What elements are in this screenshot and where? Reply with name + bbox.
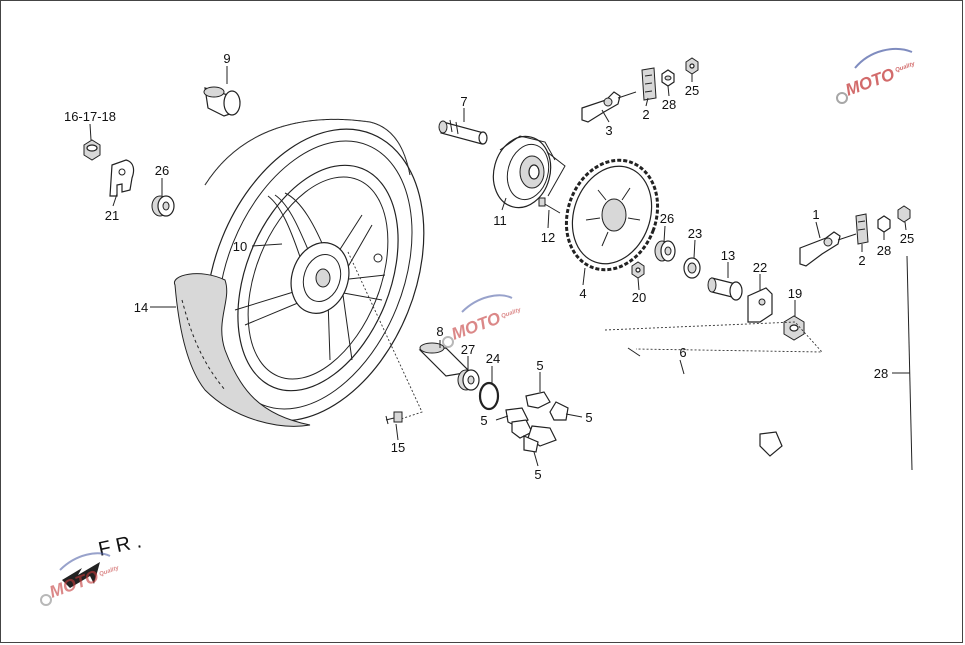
part-28c-chain — [906, 255, 913, 471]
label-24: 24 — [486, 351, 500, 366]
label-26a: 26 — [155, 163, 169, 178]
part-24-oring — [478, 381, 500, 411]
part-27-bearing — [457, 369, 480, 391]
label-5-left: 5 — [480, 413, 487, 428]
part-23-seal — [683, 257, 701, 279]
part-1-adjuster — [799, 231, 857, 267]
part-8-spacer — [418, 342, 472, 377]
label-19: 19 — [788, 286, 802, 301]
part-11-sprocket-carrier — [492, 135, 556, 209]
part-19-nut — [783, 315, 805, 341]
part-22-bracket — [747, 287, 773, 323]
label-6: 6 — [679, 345, 686, 360]
label-13: 13 — [721, 248, 735, 263]
part-9-spacer — [203, 86, 241, 117]
part-20-nut — [631, 261, 645, 279]
watermark-sub: Quality — [895, 61, 917, 74]
part-26b-bearing — [654, 240, 676, 262]
tire-inner-edge — [217, 140, 413, 410]
label-5-right: 5 — [585, 410, 592, 425]
gear-icon — [40, 594, 52, 606]
label-27: 27 — [461, 342, 475, 357]
tire-cutaway — [174, 273, 311, 427]
watermark-sub: Quality — [501, 307, 523, 320]
wheel-assembly — [174, 118, 425, 427]
hub-center — [315, 268, 331, 288]
label-4: 4 — [579, 286, 586, 301]
label-5-bottom: 5 — [534, 467, 541, 482]
label-25b: 25 — [900, 231, 914, 246]
label-5-top: 5 — [536, 358, 543, 373]
part-25a-nut — [685, 57, 699, 75]
part-6-axle — [627, 347, 783, 457]
swoosh-icon — [461, 294, 513, 313]
front-label: F R . — [96, 530, 143, 561]
swoosh-icon — [59, 552, 111, 571]
valve-leader-dash — [347, 251, 423, 421]
swoosh-icon — [854, 48, 913, 69]
label-3: 3 — [605, 123, 612, 138]
callout-labels: 9 16-17-18 21 26 10 14 7 11 12 3 2 28 25… — [64, 51, 914, 482]
part-13-collar — [707, 277, 743, 301]
part-5-dampers — [505, 391, 569, 453]
label-20: 20 — [632, 290, 646, 305]
tire-tread-band — [204, 118, 411, 186]
part-3-adjuster — [581, 91, 637, 123]
label-15: 15 — [391, 440, 405, 455]
part-2a-plate — [641, 67, 657, 101]
watermark-bottom-left: MOTO Quality — [40, 552, 121, 606]
hub-ring — [302, 254, 342, 302]
label-12: 12 — [541, 230, 555, 245]
part-28a-nut — [661, 69, 675, 87]
label-2a: 2 — [642, 107, 649, 122]
label-25a: 25 — [685, 83, 699, 98]
watermark-text: MOTO — [843, 65, 897, 100]
label-8: 8 — [436, 324, 443, 339]
label-10: 10 — [233, 239, 247, 254]
watermark-center: MOTO Quality — [442, 294, 523, 348]
label-1: 1 — [812, 207, 819, 222]
part-25b-nut — [897, 205, 911, 223]
part-28b-nut — [877, 215, 891, 233]
part-2b-plate — [855, 213, 869, 245]
label-16-17-18: 16-17-18 — [64, 109, 116, 124]
part-12-bolt — [538, 197, 561, 214]
part-7-sleeve — [438, 119, 488, 145]
label-22: 22 — [753, 260, 767, 275]
label-21: 21 — [105, 208, 119, 223]
carrier-to-bolt-leader — [546, 151, 566, 197]
label-9: 9 — [223, 51, 230, 66]
spoke-3 — [234, 289, 306, 326]
label-7: 7 — [460, 94, 467, 109]
label-11: 11 — [493, 213, 507, 228]
watermark-text: MOTO — [449, 309, 503, 344]
part-16-17-18-nut — [83, 139, 101, 161]
front-arrow-icon — [62, 562, 100, 588]
gear-icon — [836, 92, 848, 104]
valve-hole — [373, 253, 383, 263]
label-2b: 2 — [858, 253, 865, 268]
label-28b: 28 — [877, 243, 891, 258]
part-21-bracket — [109, 159, 135, 197]
label-23: 23 — [688, 226, 702, 241]
watermark-sub: Quality — [99, 565, 121, 578]
label-28a: 28 — [662, 97, 676, 112]
gear-icon — [442, 336, 454, 348]
rim-inner — [247, 176, 389, 380]
watermark-top-right: MOTO Quality — [836, 48, 917, 104]
callout-lines — [89, 66, 910, 467]
part-15-valve — [385, 411, 403, 425]
label-14: 14 — [134, 300, 148, 315]
label-26b: 26 — [660, 211, 674, 226]
part-26a-bearing — [151, 195, 175, 217]
label-28c: 28 — [874, 366, 888, 381]
part-4-sprocket — [564, 158, 660, 272]
watermark-text: MOTO — [47, 567, 101, 602]
